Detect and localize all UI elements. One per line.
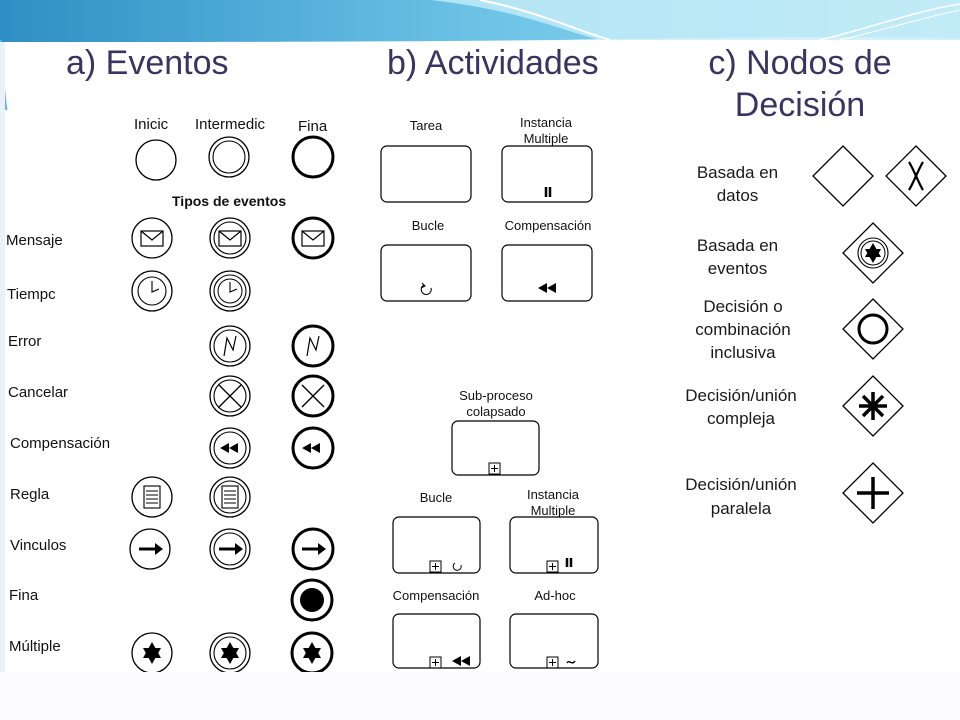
heading-eventos: a) Eventos: [66, 44, 229, 82]
compensation-subprocess-shape: [392, 613, 481, 669]
bucle-label: Bucle: [411, 218, 445, 233]
adhoc-subprocess-shape: [509, 613, 599, 669]
timer-start-icon: [131, 270, 173, 312]
nodo-inclusiva-label-1: Decisión o: [703, 297, 783, 316]
task-shape: [380, 145, 472, 203]
row-label-cancelar: Cancelar: [8, 384, 69, 401]
nodo-datos-label-2: datos: [716, 186, 759, 205]
multiple-end-icon: [290, 631, 334, 675]
adhoc-label: Ad-hoc: [534, 588, 576, 603]
loop-subprocess-shape: [392, 516, 481, 574]
col-final-label: Fina: [298, 118, 328, 135]
nodo-datos-label-1: Basada en: [696, 163, 779, 182]
error-intermediate-icon: [209, 325, 251, 367]
message-start-icon: [131, 217, 173, 259]
row-label-regla: Regla: [10, 486, 50, 503]
cancel-intermediate-icon: [209, 375, 251, 417]
heading-nodos-line1: c) Nodos de: [708, 44, 892, 82]
row-label-tiempo: Tiempc: [7, 286, 56, 303]
loop-task-shape: [380, 244, 472, 302]
col-intermedio-label: Intermedic: [195, 116, 266, 133]
event-based-gateway-icon: [842, 222, 904, 284]
terminate-end-icon: [290, 578, 334, 622]
instancia-multiple-label-1: Instancia: [519, 115, 573, 130]
multi-instance-subprocess-shape: [509, 516, 599, 574]
collapsed-subprocess-shape: [451, 420, 540, 476]
row-label-vinculos: Vinculos: [10, 537, 67, 554]
compensation-end-icon: [291, 426, 335, 470]
compensation-task-shape: [501, 244, 593, 302]
message-end-icon: [291, 216, 335, 260]
subproceso-label-2: colapsado: [466, 404, 526, 419]
sub-compensacion-label: Compensación: [392, 588, 480, 603]
row-label-error: Error: [8, 333, 42, 350]
col-inicio-label: Inicic: [134, 116, 169, 133]
sub-instancia-label-2: Multiple: [530, 503, 576, 518]
nodo-compleja-label-2: compleja: [706, 409, 776, 428]
data-based-xor-gateway-icon: [885, 145, 947, 207]
heading-actividades: b) Actividades: [387, 44, 599, 82]
error-end-icon: [291, 324, 335, 368]
row-label-compensacion: Compensación: [10, 435, 111, 452]
nodo-inclusiva-label-2: combinación: [695, 320, 791, 339]
tipos-eventos-label: Tipos de eventos: [172, 193, 287, 209]
data-based-gateway-icon: [812, 145, 874, 207]
nodo-paralela-label-1: Decisión/unión: [685, 475, 797, 494]
multiple-start-icon: [131, 632, 173, 674]
nodo-eventos-label-1: Basada en: [696, 236, 779, 255]
sub-bucle-label: Bucle: [419, 490, 453, 505]
intermediate-event-icon: [208, 136, 250, 178]
complex-gateway-icon: [842, 375, 904, 437]
nodo-paralela-label-2: paralela: [710, 499, 772, 518]
compensacion-label: Compensación: [504, 218, 592, 233]
inclusive-gateway-icon: [842, 298, 904, 360]
link-end-icon: [291, 527, 335, 571]
bottom-fade: [0, 672, 960, 720]
subproceso-label-1: Sub-proceso: [459, 388, 533, 403]
nodo-inclusiva-label-3: inclusiva: [710, 343, 776, 362]
row-label-multiple: Múltiple: [9, 638, 61, 655]
multi-instance-task-shape: [501, 145, 593, 203]
end-event-icon: [291, 135, 335, 179]
parallel-gateway-icon: [842, 462, 904, 524]
tarea-label: Tarea: [409, 118, 443, 133]
timer-intermediate-icon: [209, 270, 251, 312]
start-event-icon: [135, 139, 177, 181]
compensation-intermediate-icon: [209, 427, 251, 469]
heading-nodos-line2: Decisión: [734, 86, 866, 124]
message-intermediate-icon: [209, 217, 251, 259]
cancel-end-icon: [291, 374, 335, 418]
sub-instancia-label-1: Instancia: [526, 487, 580, 502]
multiple-intermediate-icon: [209, 632, 251, 674]
instancia-multiple-label-2: Multiple: [523, 131, 569, 146]
nodo-eventos-label-2: eventos: [707, 259, 768, 278]
link-start-icon: [129, 528, 171, 570]
row-label-mensaje: Mensaje: [6, 232, 63, 249]
rule-intermediate-icon: [209, 476, 251, 518]
rule-start-icon: [131, 476, 173, 518]
nodo-compleja-label-1: Decisión/unión: [685, 386, 797, 405]
link-intermediate-icon: [209, 528, 251, 570]
row-label-final: Fina: [9, 587, 39, 604]
